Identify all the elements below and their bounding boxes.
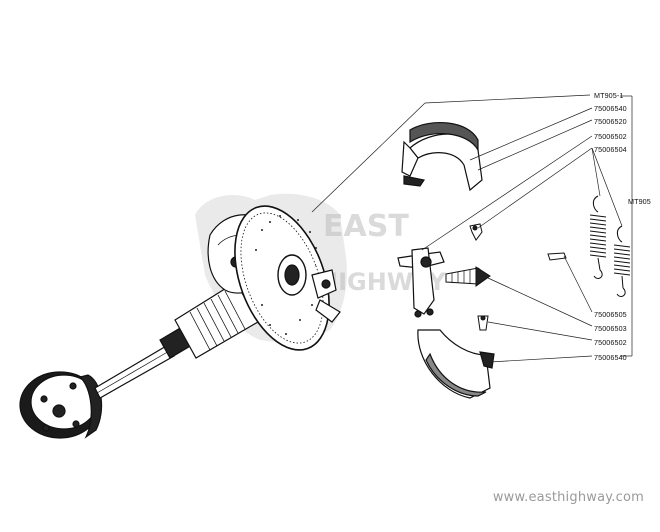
website-url: www.easthighway.com bbox=[492, 490, 644, 505]
label-cam-screw: 75006503 bbox=[594, 324, 627, 333]
part-labels: MT905-1 75006540 75006520 75006502 75006… bbox=[594, 91, 651, 362]
adjuster-bolt bbox=[445, 266, 491, 287]
small-screws bbox=[469, 223, 567, 331]
label-screw-bottom: 75006502 bbox=[594, 338, 627, 347]
cam-lever bbox=[397, 247, 445, 318]
leader-lines bbox=[311, 94, 633, 363]
watermark-line1: EAST bbox=[323, 209, 409, 244]
wheel-flange bbox=[19, 371, 103, 439]
axle-assembly bbox=[19, 205, 341, 439]
brake-shoe-lower bbox=[417, 329, 495, 399]
return-springs bbox=[589, 195, 631, 297]
label-group: MT905 bbox=[628, 197, 651, 206]
label-shoe-bottom: 75006540 bbox=[594, 353, 627, 362]
label-screw-top: 75006502 bbox=[594, 132, 627, 141]
label-springs: 75006504 bbox=[594, 145, 627, 154]
label-pin: 75006505 bbox=[594, 310, 627, 319]
label-lining: 75006520 bbox=[594, 117, 627, 126]
label-mt905-1: MT905-1 bbox=[594, 91, 623, 100]
brake-shoe-upper bbox=[401, 121, 483, 192]
label-shoe-top: 75006540 bbox=[594, 104, 627, 113]
